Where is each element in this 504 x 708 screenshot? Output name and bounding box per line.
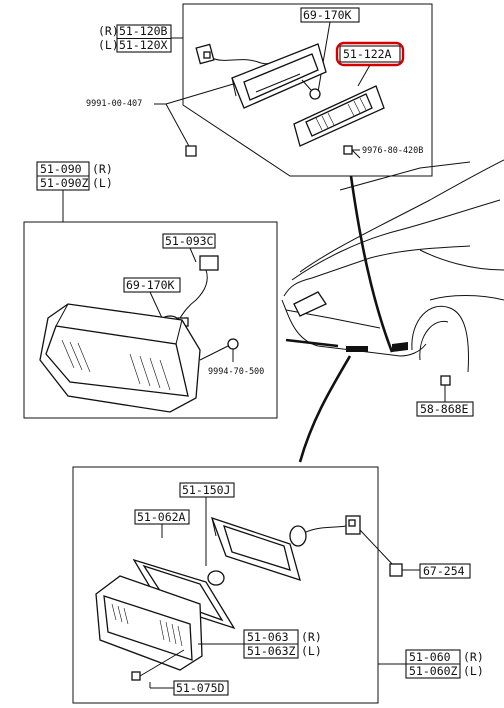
bottom-lens	[95, 575, 203, 671]
part-number-51-060[interactable]: 51-060	[409, 650, 451, 664]
part-number-69-170k-middle[interactable]: 69-170K	[126, 278, 175, 292]
top-clip-icon	[185, 145, 197, 157]
part-number-51-150j[interactable]: 51-150J	[182, 483, 230, 497]
part-box-51-093c[interactable]	[162, 233, 216, 249]
top-lens	[293, 85, 385, 147]
bottom-bulb-housing	[207, 516, 307, 586]
car-illustration: 58-868E	[281, 159, 504, 417]
part-box-51-075d[interactable]	[173, 680, 229, 696]
part-number-51-090[interactable]: 51-090	[40, 162, 82, 176]
leader-top-to-car	[349, 175, 394, 353]
part-number-69-170k-top[interactable]: 69-170K	[303, 8, 352, 22]
part-number-67-254[interactable]: 67-254	[423, 564, 465, 578]
bottom-screw-icon	[131, 671, 141, 681]
bottom-lens-side-r: (R)	[301, 630, 322, 644]
middle-wire	[179, 269, 208, 319]
bottom-assy-side-l: (L)	[463, 664, 484, 678]
part-number-9976-80-420b[interactable]: 9976-80-420B	[362, 146, 423, 156]
grommet-icon	[440, 375, 451, 386]
bottom-bulb-icon	[207, 570, 225, 586]
top-screw-icon	[343, 145, 353, 155]
bottom-assembly-frame	[72, 466, 379, 704]
part-number-51-062a[interactable]: 51-062A	[137, 510, 186, 524]
top-lamp-housing	[231, 43, 327, 109]
part-number-51-063[interactable]: 51-063	[247, 630, 289, 644]
middle-assembly: 51-090 51-090Z (R) (L) 51-093C 69-170K	[23, 161, 278, 419]
car-turn-lamp	[346, 346, 368, 352]
part-number-51-060z[interactable]: 51-060Z	[409, 664, 458, 678]
part-number-9991-00-407[interactable]: 9991-00-407	[86, 99, 142, 109]
part-number-51-093c[interactable]: 51-093C	[165, 234, 214, 248]
part-box-67-254[interactable]	[419, 563, 471, 579]
middle-nut-icon	[227, 338, 239, 350]
car-wheel-arch	[411, 305, 469, 373]
middle-side-r-label: (R)	[92, 162, 113, 176]
part-box-69-170k-middle[interactable]	[123, 277, 181, 293]
top-side-l-label: (L)	[98, 38, 119, 52]
top-assembly-frame	[182, 3, 433, 177]
part-box-51-122a[interactable]	[339, 45, 401, 63]
top-assembly: (R) (L) 51-120B 51-120X 69-170K 51-122A …	[86, 3, 433, 177]
middle-assembly-frame	[23, 221, 278, 419]
bottom-assy-side-r: (R)	[463, 650, 484, 664]
part-box-51-150j[interactable]	[179, 482, 235, 498]
bottom-gasket	[132, 558, 236, 630]
headlamp-housing	[39, 303, 201, 413]
bottom-wire	[305, 525, 347, 533]
top-bulb-icon	[309, 88, 321, 100]
part-number-51-120x[interactable]: 51-120X	[119, 38, 168, 52]
part-number-51-075d[interactable]: 51-075D	[176, 681, 225, 695]
top-side-r-label: (R)	[98, 24, 119, 38]
part-number-9994-70-500[interactable]: 9994-70-500	[208, 367, 264, 377]
leader-car-to-bottom	[298, 355, 352, 463]
middle-socket	[199, 255, 219, 271]
part-number-51-122a[interactable]: 51-122A	[343, 47, 392, 61]
part-number-51-090z[interactable]: 51-090Z	[40, 176, 89, 190]
part-number-51-120b[interactable]: 51-120B	[119, 24, 168, 38]
bottom-lens-side-l: (L)	[301, 644, 322, 658]
bottom-assembly: 51-150J 51-062A	[72, 466, 484, 704]
middle-side-l-label: (L)	[92, 176, 113, 190]
part-number-51-063z[interactable]: 51-063Z	[247, 644, 296, 658]
car-headlamp	[293, 291, 327, 317]
part-number-58-868e[interactable]: 58-868E	[420, 402, 469, 416]
bottom-clip-icon	[389, 563, 403, 577]
part-box-58-868e[interactable]	[416, 401, 474, 417]
